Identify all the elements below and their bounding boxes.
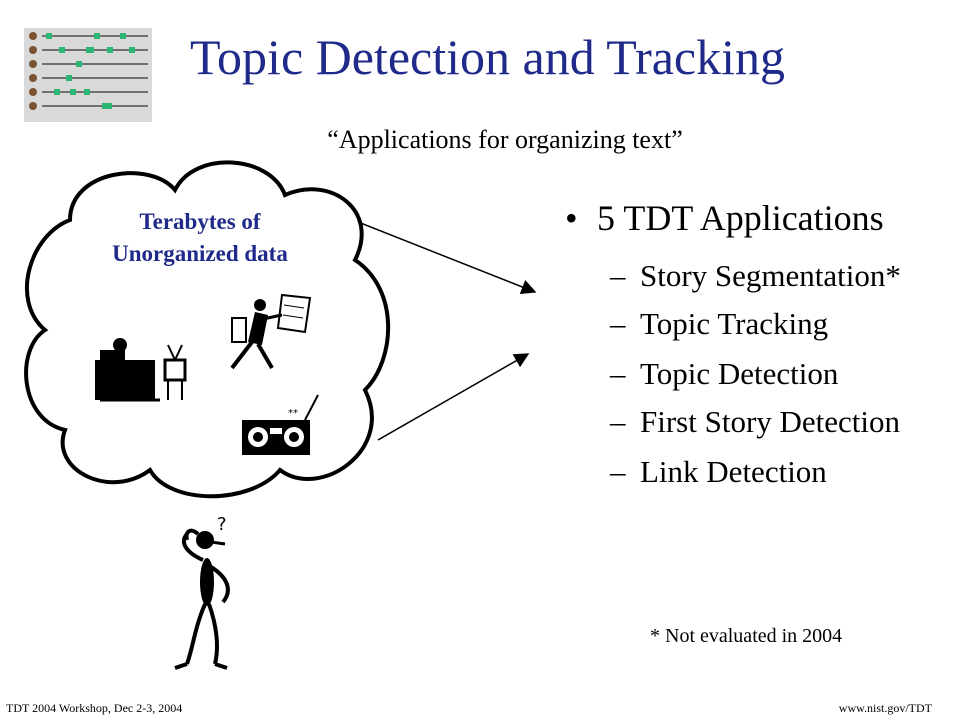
- cloud-outline-icon: **: [24, 160, 391, 499]
- app-item-label: First Story Detection: [640, 404, 901, 439]
- arrow-bottom: [377, 353, 530, 441]
- app-item-label: Story Segmentation*: [640, 258, 901, 293]
- dash-glyph: –: [610, 258, 626, 293]
- svg-text:**: **: [288, 408, 298, 419]
- dash-glyph: –: [610, 356, 626, 391]
- bullet-glyph: •: [565, 198, 578, 238]
- app-item-story-segmentation: –Story Segmentation*: [610, 260, 901, 291]
- apps-heading-text: 5 TDT Applications: [597, 198, 884, 238]
- question-mark: ?: [217, 514, 227, 535]
- app-item-first-story-detection: –First Story Detection: [610, 406, 900, 437]
- dash-glyph: –: [610, 306, 626, 341]
- app-item-topic-detection: –Topic Detection: [610, 358, 838, 389]
- cloud-label: Terabytes of Unorganized data: [60, 206, 340, 270]
- app-item-label: Topic Detection: [640, 356, 839, 391]
- slide-subtitle: “Applications for organizing text”: [327, 125, 683, 154]
- arrow-top: [357, 221, 537, 295]
- app-item-link-detection: –Link Detection: [610, 456, 827, 487]
- apps-heading: • 5 TDT Applications: [565, 197, 884, 239]
- slide-title: Topic Detection and Tracking: [190, 29, 785, 85]
- app-item-label: Topic Tracking: [640, 306, 829, 341]
- newspaper-reader-clipart-icon: [230, 293, 312, 370]
- app-item-topic-tracking: –Topic Tracking: [610, 308, 828, 339]
- radio-clipart-icon: **: [242, 394, 319, 455]
- flow-arrows: [357, 221, 537, 441]
- app-item-label: Link Detection: [640, 454, 827, 489]
- dash-glyph: –: [610, 454, 626, 489]
- tv-viewer-clipart-icon: [95, 338, 187, 402]
- cloud-label-line1: Terabytes of: [139, 209, 261, 234]
- footnote: * Not evaluated in 2004: [650, 625, 843, 647]
- dash-glyph: –: [610, 404, 626, 439]
- footer-right: www.nist.gov/TDT: [838, 701, 932, 715]
- thinking-person-clipart-icon: ?: [174, 514, 230, 670]
- footer-left: TDT 2004 Workshop, Dec 2-3, 2004: [6, 701, 183, 715]
- cloud-label-line2: Unorganized data: [112, 241, 288, 267]
- tdt-timeline-logo-icon: [24, 28, 152, 122]
